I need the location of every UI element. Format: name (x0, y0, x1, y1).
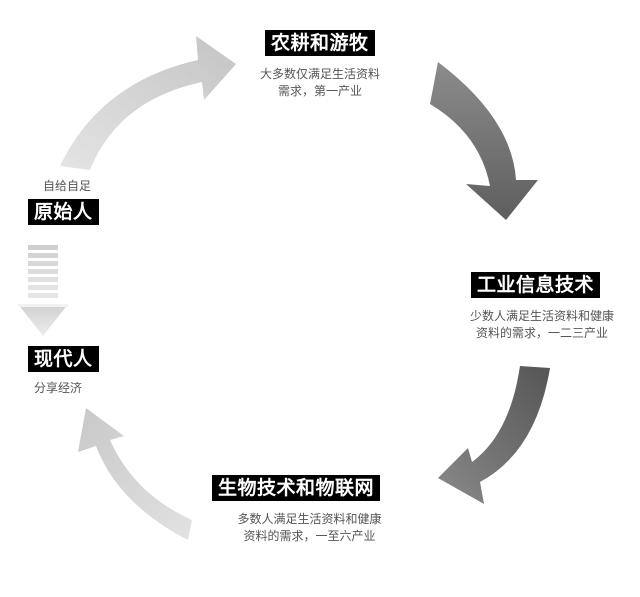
node-biotech-desc: 多数人满足生活资料和健康 资料的需求，一至六产业 (217, 511, 402, 545)
node-industry-desc-line-1: 少数人满足生活资料和健康 (469, 309, 614, 323)
node-modern-title: 现代人 (28, 346, 99, 372)
arrow-top-left (60, 36, 236, 170)
node-agriculture-desc-line-1: 大多数仅满足生活资料 (259, 67, 380, 81)
node-biotech-desc-line-2: 资料的需求，一至六产业 (243, 529, 376, 543)
node-agriculture-desc-line-2: 需求，第一产业 (277, 84, 362, 98)
arrow-upper-right (430, 62, 538, 220)
arrow-lower-right (438, 366, 550, 504)
node-primitive-title: 原始人 (28, 199, 99, 225)
node-primitive-desc: 自给自足 (43, 179, 92, 193)
node-industry-desc: 少数人满足生活资料和健康 资料的需求，一二三产业 (452, 308, 632, 342)
node-biotech-desc-line-1: 多数人满足生活资料和健康 (237, 512, 382, 526)
node-agriculture-title: 农耕和游牧 (265, 30, 375, 56)
node-industry-title: 工业信息技术 (471, 272, 601, 298)
node-agriculture-desc: 大多数仅满足生活资料 需求，第一产业 (245, 66, 395, 100)
striped-down-arrow (18, 245, 68, 336)
arrow-bottom-left (78, 408, 192, 540)
node-modern-desc: 分享经济 (34, 381, 83, 395)
node-biotech-title: 生物技术和物联网 (212, 475, 381, 501)
node-industry-desc-line-2: 资料的需求，一二三产业 (475, 326, 608, 340)
